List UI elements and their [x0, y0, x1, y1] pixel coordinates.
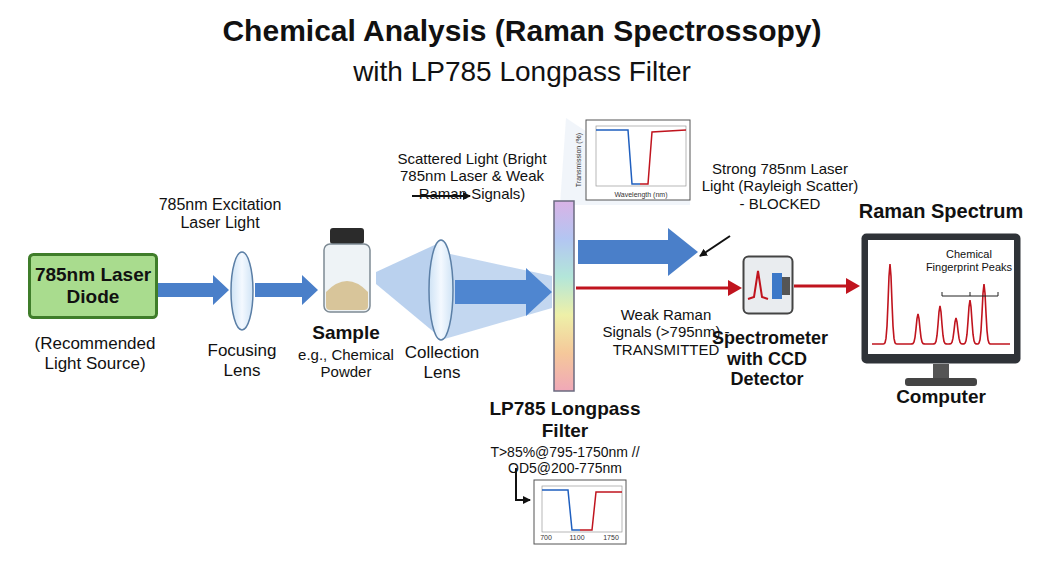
apparatus-node: Collection Lens: [400, 235, 484, 395]
spec-shape: [742, 255, 794, 315]
node-text: Sample: [296, 322, 396, 344]
ccd: [772, 273, 782, 299]
laser-beam: [158, 275, 229, 305]
raman-spectrum-line: [872, 264, 1010, 344]
subtitle: with LP785 Longpass Filter: [0, 56, 1044, 88]
beam-connector: [794, 278, 860, 294]
raman-signal-line: [794, 285, 848, 288]
axis-label: 700: [536, 534, 556, 542]
zoom-wedge: [560, 118, 690, 205]
filter-shape: [552, 200, 576, 392]
raman-signal-line: [576, 287, 730, 290]
lens-shape: [427, 238, 455, 342]
lens-outline: [429, 240, 453, 340]
monitor-bezel: [862, 234, 1021, 364]
scattered-beam: [455, 268, 552, 316]
vial-glass: [324, 244, 370, 312]
vial-shape: [318, 226, 376, 314]
leader-arrow: [700, 236, 730, 256]
apparatus-node: Focusing Lens: [200, 245, 284, 395]
axis-label: Transmission (%): [575, 130, 583, 190]
spec-svg: [742, 255, 794, 315]
screen: [868, 240, 1014, 354]
node-text: Raman Spectrum: [846, 200, 1036, 223]
node-text: LP785 Longpass Filter: [480, 398, 650, 442]
vial-cap: [330, 228, 364, 244]
node-text: (Recommended Light Source): [20, 334, 170, 373]
monitor-shape: [860, 232, 1022, 390]
node-text: e.g., Chemical Powder: [296, 346, 396, 381]
monitor-svg: [860, 232, 1022, 390]
apparatus-node: Samplee.g., Chemical Powder: [296, 222, 396, 397]
lens-shape: [229, 250, 255, 332]
axis-label: 1750: [600, 534, 622, 542]
beam-connector: [158, 275, 229, 305]
edge-label: 785nm Excitation Laser Light: [150, 196, 290, 233]
apparatus-node: Raman SpectrumChemical Fingerprint Peaks…: [846, 196, 1036, 416]
axis-label: Wavelength (nm): [596, 191, 686, 199]
transmission-inset-top: [586, 120, 690, 200]
arrowhead: [728, 280, 742, 296]
lens-svg: [229, 250, 255, 332]
title: Chemical Analysis (Raman Spectrossopy): [0, 14, 1044, 49]
lens-outline: [231, 252, 253, 330]
node-text: Computer: [846, 386, 1036, 408]
edge-label: Weak Raman Signals (>795nm) - TRANSMITTE…: [596, 306, 736, 358]
monitor-base: [905, 378, 977, 386]
arrowhead: [846, 278, 860, 294]
peak-bracket: [942, 292, 998, 296]
blocked-laser-arrow: [578, 228, 698, 276]
powder: [326, 281, 368, 310]
monitor-neck: [933, 364, 949, 378]
mini-spectrum: [748, 271, 768, 299]
axis-label: 1100: [566, 534, 588, 542]
transmission-inset-bottom: [534, 480, 626, 544]
node-text: T>85%@795-1750nm // OD5@200-775nm: [480, 444, 650, 476]
beam-connector: [441, 252, 552, 340]
apparatus-node: Spectrometer with CCD Detector: [712, 250, 822, 390]
vial-svg: [318, 226, 376, 314]
filter-slab: [554, 201, 574, 391]
callout-text: Strong 785nm Laser Light (Rayleigh Scatt…: [700, 160, 860, 212]
filter-svg: [552, 200, 576, 392]
node-text: Focusing Lens: [200, 341, 284, 380]
lens-svg: [427, 238, 455, 342]
ccd-mount: [782, 277, 790, 295]
node-text: Chemical Fingerprint Peaks: [924, 248, 1014, 273]
spectrometer-box: [744, 257, 793, 314]
node-text: 785nm Laser Diode: [28, 253, 158, 319]
beam-connector: [255, 275, 318, 305]
beam-connector: [576, 280, 742, 296]
laser-beam: [255, 275, 318, 305]
node-text: Collection Lens: [400, 343, 484, 382]
apparatus-node: 785nm Laser Diode (Recommended Light Sour…: [20, 250, 170, 390]
edge-label: Scattered Light (Bright 785nm Laser & We…: [392, 150, 552, 202]
collected-light: [441, 252, 552, 340]
